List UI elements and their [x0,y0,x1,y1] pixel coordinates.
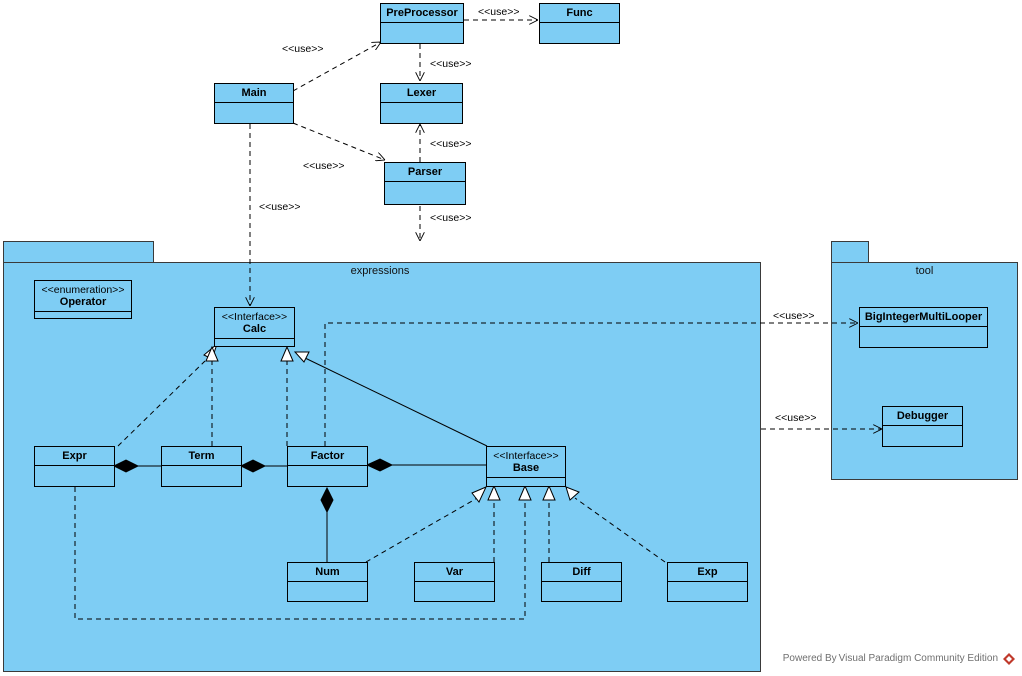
class-name: Func [566,7,593,19]
package-expressions-tab [3,241,154,263]
dep-main-parser [292,122,385,160]
class-var[interactable]: Var [414,562,495,602]
class-parser[interactable]: Parser [384,162,466,205]
class-compartment [215,338,294,343]
class-name: Num [315,566,340,578]
use-label-expressions-debugger: <<use>> [775,412,817,424]
class-name: Diff [572,566,591,578]
class-name: Expr [62,450,87,462]
enum-operator[interactable]: <<enumeration>> Operator [34,280,132,319]
interface-base[interactable]: <<Interface>> Base [486,446,566,487]
stereotype-label: <<Interface>> [221,311,288,323]
use-label-main-parser: <<use>> [303,160,345,172]
package-tool-name: tool [915,265,934,277]
class-name: Debugger [896,410,949,422]
class-expr[interactable]: Expr [34,446,115,487]
class-preprocessor[interactable]: PreProcessor [380,3,464,44]
class-term[interactable]: Term [161,446,242,487]
class-name: Lexer [406,87,437,99]
interface-calc[interactable]: <<Interface>> Calc [214,307,295,347]
use-label-main-preprocessor: <<use>> [282,43,324,55]
class-exp[interactable]: Exp [667,562,748,602]
stereotype-label: <<Interface>> [493,450,559,462]
use-label-preprocessor-func: <<use>> [478,6,520,18]
class-name: Parser [407,166,443,178]
class-compartment [35,311,131,316]
use-label-main-calc: <<use>> [259,201,301,213]
class-lexer[interactable]: Lexer [380,83,463,124]
class-name: Exp [697,566,718,578]
class-name: BigIntegerMultiLooper [864,311,983,323]
class-name: Term [188,450,215,462]
stereotype-label: <<enumeration>> [41,284,125,296]
package-expressions[interactable] [3,262,761,672]
use-label-preprocessor-lexer: <<use>> [430,58,472,70]
class-biginteger-multi-looper[interactable]: BigIntegerMultiLooper [859,307,988,348]
use-label-parser-lexer: <<use>> [430,138,472,150]
class-name: Base [512,462,540,474]
class-name: Operator [59,296,107,308]
class-compartment [487,477,565,482]
powered-by-footer: Powered By Visual Paradigm Community Edi… [782,653,998,664]
class-debugger[interactable]: Debugger [882,406,963,447]
class-diff[interactable]: Diff [541,562,622,602]
class-num[interactable]: Num [287,562,368,602]
class-name: Factor [310,450,345,462]
class-name: Main [241,87,267,99]
class-name: Var [445,566,464,578]
class-name: PreProcessor [386,7,458,19]
class-func[interactable]: Func [539,3,620,44]
class-factor[interactable]: Factor [287,446,368,487]
package-expressions-name: expressions [350,265,410,277]
use-label-factor-looper: <<use>> [773,310,815,322]
package-tool[interactable] [831,262,1018,480]
use-label-parser-expressions: <<use>> [430,212,472,224]
visual-paradigm-logo-icon [1003,653,1015,665]
class-name: Calc [242,323,267,335]
class-main[interactable]: Main [214,83,294,124]
package-tool-tab [831,241,869,263]
